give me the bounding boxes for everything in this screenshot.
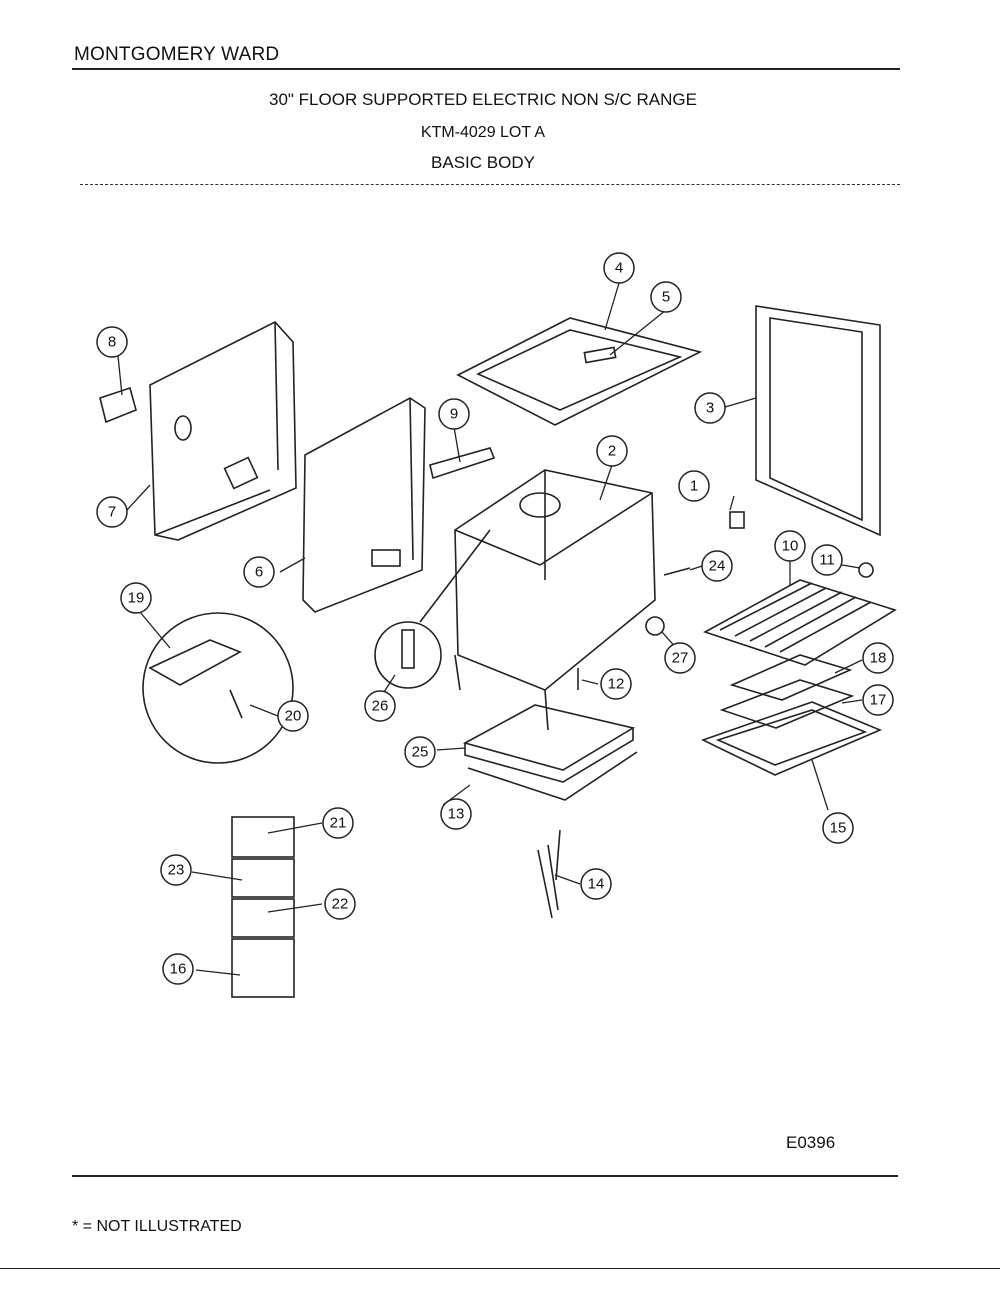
callout-20 <box>277 700 309 732</box>
callout-13 <box>440 798 472 830</box>
detail-circle-terminal <box>142 612 294 764</box>
callout-18 <box>862 642 894 674</box>
callout-26-label: 26 <box>372 698 389 715</box>
callout-7-label: 7 <box>108 504 116 521</box>
oven-rack-part <box>703 579 897 666</box>
callout-14-label: 14 <box>588 876 605 893</box>
callout-3 <box>694 392 726 424</box>
part-16-box <box>231 938 295 998</box>
model-number: KTM-4029 LOT A <box>420 124 546 141</box>
callout-25 <box>404 736 436 768</box>
hinge-part <box>537 829 561 919</box>
part-23-box <box>231 858 295 898</box>
callout-22 <box>324 888 356 920</box>
side-panel-part <box>149 321 297 541</box>
callout-23-label: 23 <box>168 862 185 879</box>
broiler-pan-part <box>700 701 883 776</box>
footer-rule <box>72 1175 898 1177</box>
callout-6 <box>243 556 275 588</box>
cooktop-part <box>456 317 703 426</box>
callout-27-label: 27 <box>672 650 689 667</box>
section-title: BASIC BODY <box>431 153 535 172</box>
cover-part <box>645 616 665 636</box>
callout-12-label: 12 <box>608 676 625 693</box>
callout-21-label: 21 <box>330 815 347 832</box>
callout-5 <box>650 281 682 313</box>
oven-body-part <box>454 469 656 731</box>
callout-22-label: 22 <box>332 896 349 913</box>
callout-1-label: 1 <box>690 478 698 495</box>
callout-20-label: 20 <box>285 708 302 725</box>
header-rule <box>72 68 900 70</box>
bracket-part <box>429 447 496 480</box>
front-frame-part <box>755 305 881 537</box>
callout-14 <box>580 868 612 900</box>
callout-10 <box>774 530 806 562</box>
callout-19-label: 19 <box>128 590 145 607</box>
broiler-grid-part <box>719 679 855 729</box>
callout-27 <box>664 642 696 674</box>
back-panel-part <box>302 397 426 613</box>
pan-insert-part <box>729 654 853 701</box>
not-illustrated-note: * = NOT ILLUSTRATED <box>72 1218 242 1235</box>
callout-25-label: 25 <box>412 744 429 761</box>
callout-24 <box>701 550 733 582</box>
callout-4-label: 4 <box>615 260 623 277</box>
clip-part <box>663 567 691 576</box>
drawer-rail-part <box>467 751 638 801</box>
callout-6-label: 6 <box>255 564 263 581</box>
part-22-box <box>231 898 295 938</box>
callout-16-label: 16 <box>170 961 187 978</box>
callout-4 <box>603 252 635 284</box>
callout-10-label: 10 <box>782 538 799 555</box>
callout-11 <box>811 544 843 576</box>
callout-16 <box>162 953 194 985</box>
callout-7 <box>96 496 128 528</box>
title-rule <box>80 184 900 185</box>
callout-17-label: 17 <box>870 692 887 709</box>
callout-18-label: 18 <box>870 650 887 667</box>
drawer-part <box>462 704 636 771</box>
callout-2 <box>596 435 628 467</box>
callout-23 <box>160 854 192 886</box>
knob-part <box>858 562 874 578</box>
callout-15 <box>822 812 854 844</box>
callout-8-label: 8 <box>108 334 116 351</box>
callout-12 <box>600 668 632 700</box>
callout-5-label: 5 <box>662 289 670 306</box>
callout-9 <box>438 398 470 430</box>
callout-21 <box>322 807 354 839</box>
plug-part <box>99 386 137 424</box>
detail-circle-26 <box>374 621 442 689</box>
callout-11-label: 11 <box>819 552 835 569</box>
callout-17 <box>862 684 894 716</box>
figure-code: E0396 <box>786 1133 836 1152</box>
callout-19 <box>120 582 152 614</box>
part-21-box <box>231 816 295 858</box>
diagram-title: 30" FLOOR SUPPORTED ELECTRIC NON S/C RAN… <box>269 90 697 109</box>
callout-1 <box>678 470 710 502</box>
callout-24-label: 24 <box>709 558 726 575</box>
bottom-edge-rule <box>0 1268 1000 1269</box>
callout-8 <box>96 326 128 358</box>
switch-part <box>729 511 745 529</box>
brand-name: MONTGOMERY WARD <box>74 44 280 65</box>
callout-15-label: 15 <box>830 820 847 837</box>
callout-13-label: 13 <box>448 806 465 823</box>
callout-3-label: 3 <box>706 400 714 417</box>
callout-9-label: 9 <box>450 406 458 423</box>
callout-26 <box>364 690 396 722</box>
callout-2-label: 2 <box>608 443 616 460</box>
